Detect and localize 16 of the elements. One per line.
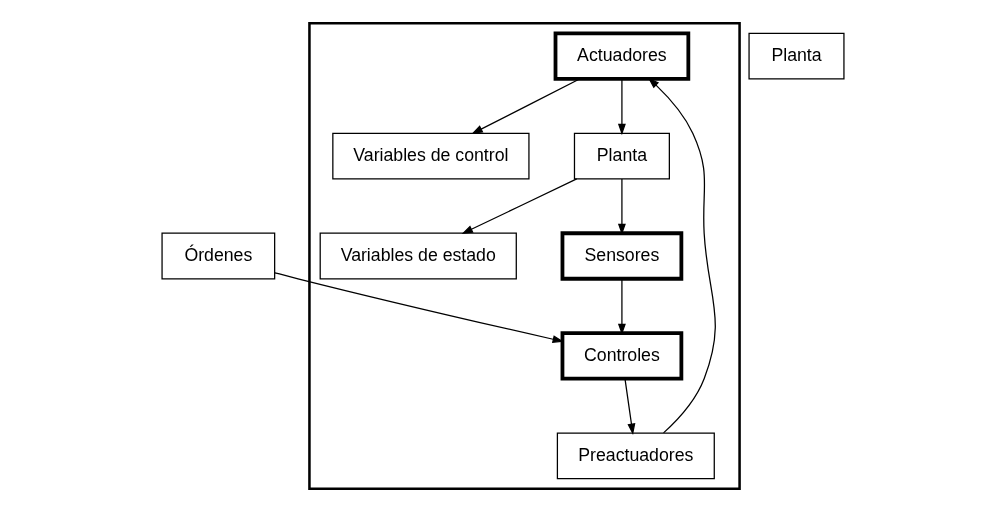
node-box: Planta	[747, 32, 845, 80]
arrow	[273, 272, 564, 344]
node-box: Variables de control	[331, 132, 530, 180]
node-box: Actuadores	[553, 31, 690, 81]
node-box: Preactuadores	[556, 432, 715, 480]
arrow	[647, 77, 716, 434]
node-box: Planta	[573, 132, 670, 180]
arrow	[617, 78, 626, 136]
arrow	[470, 78, 580, 135]
node-box: Órdenes	[160, 232, 275, 280]
arrow	[461, 178, 577, 234]
arrow	[623, 378, 635, 435]
node-box: Sensores	[560, 231, 683, 281]
cluster	[307, 21, 741, 491]
node-box: Controles	[560, 331, 683, 381]
node-box: Variables de estado	[319, 232, 517, 280]
